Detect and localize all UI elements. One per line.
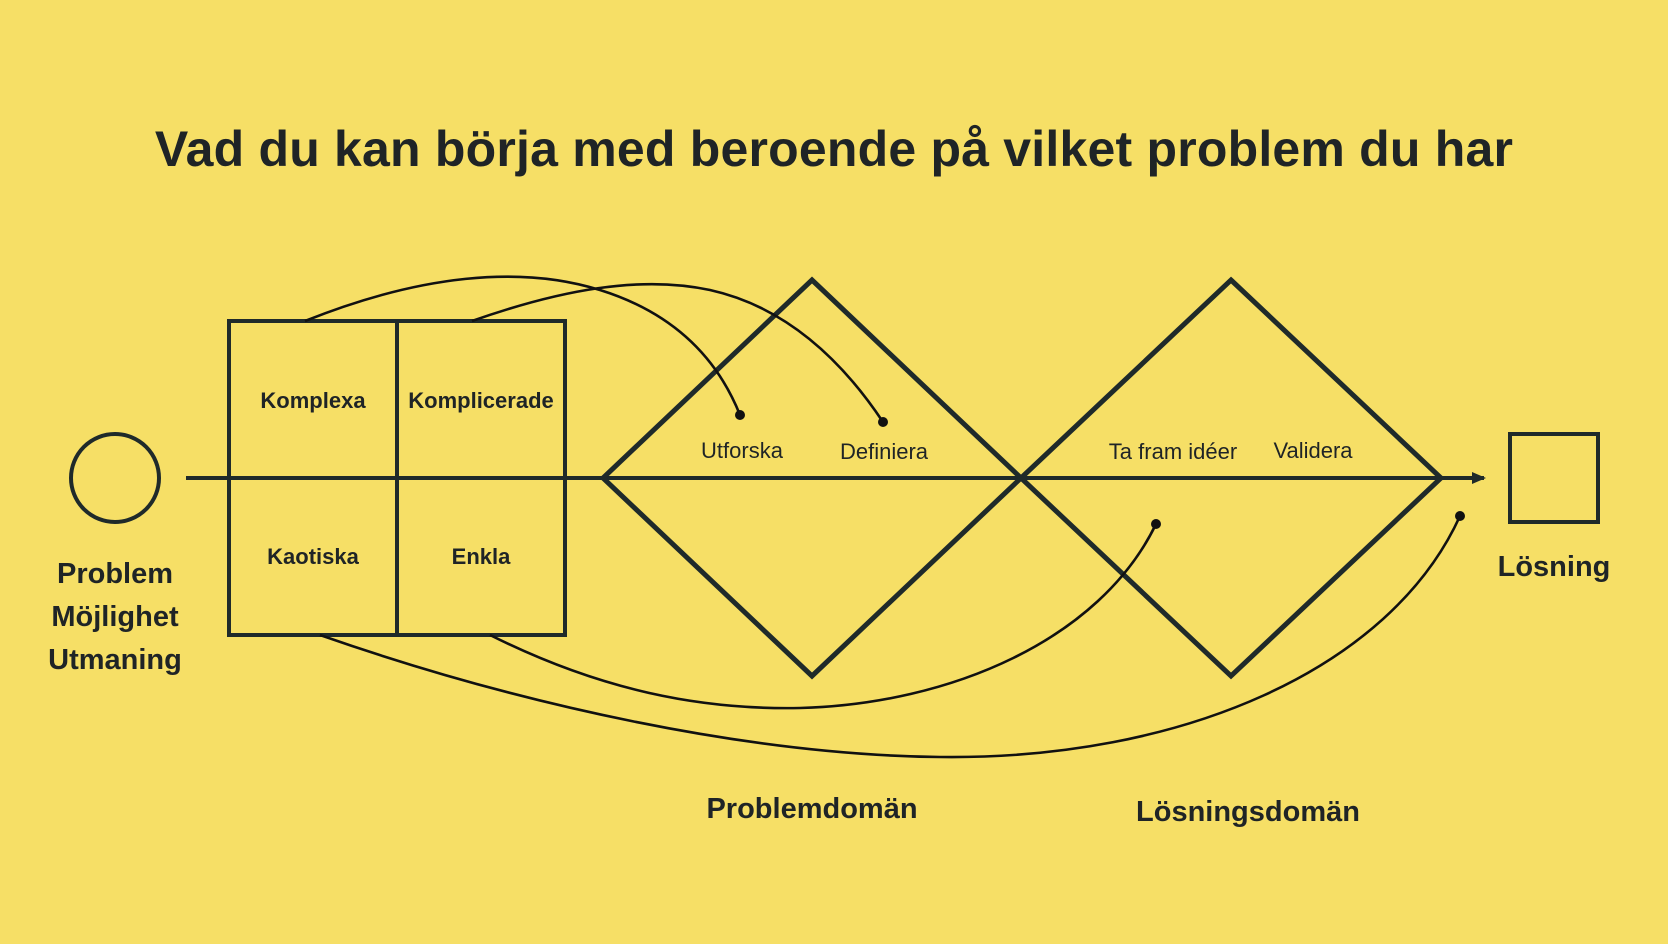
- start-circle: [69, 432, 161, 524]
- matrix-label-enkla: Enkla: [452, 544, 511, 569]
- connector-komplicerade-to-definiera: [471, 282, 885, 423]
- solution-domain-label: Lösningsdomän: [1136, 796, 1360, 828]
- connector-dot-validera: [1455, 511, 1465, 521]
- matrix-frame: [227, 319, 567, 637]
- connector-kaotiska-to-validera: [319, 515, 1462, 759]
- start-label-mojlighet: Möjlighet: [51, 601, 179, 633]
- end-square: [1508, 432, 1600, 524]
- start-label-problem: Problem: [57, 558, 173, 590]
- problem-type-matrix: [227, 319, 567, 637]
- connector-komplexa-to-utforska: [304, 275, 742, 416]
- matrix-label-komplicerade: Komplicerade: [408, 388, 554, 413]
- connector-enkla-to-ta-fram-ideer: [489, 523, 1158, 710]
- step-label-utforska: Utforska: [701, 438, 784, 463]
- matrix-label-kaotiska: Kaotiska: [267, 544, 359, 569]
- matrix-label-komplexa: Komplexa: [260, 388, 366, 413]
- problem-domain-diamond: [599, 276, 1025, 680]
- solution-domain-diamond: [1017, 276, 1445, 680]
- step-label-ta-fram-ideer: Ta fram idéer: [1109, 439, 1237, 464]
- connector-dot-utforska: [735, 410, 745, 420]
- step-label-definiera: Definiera: [840, 439, 929, 464]
- start-label-utmaning: Utmaning: [48, 644, 182, 676]
- page-title: Vad du kan börja med beroende på vilket …: [154, 121, 1514, 177]
- step-label-validera: Validera: [1273, 438, 1353, 463]
- connector-dot-definiera: [878, 417, 888, 427]
- connector-dot-ta-fram-ideer: [1151, 519, 1161, 529]
- end-label-losning: Lösning: [1498, 551, 1611, 583]
- problem-domain-label: Problemdomän: [706, 793, 917, 825]
